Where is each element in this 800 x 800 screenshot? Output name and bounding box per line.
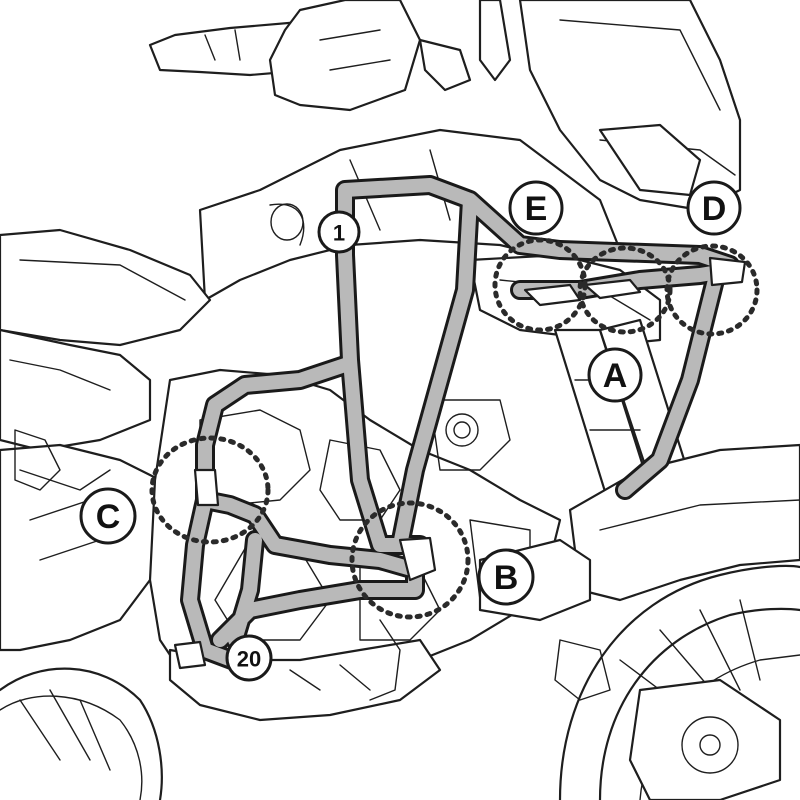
bracket-20 [173, 640, 207, 670]
zone-c-circle [149, 435, 271, 545]
crash-bar-tubes [173, 175, 747, 675]
zone-b-circle [349, 500, 471, 620]
upper-crash-bar [338, 178, 737, 552]
callout-d-label: D [702, 190, 727, 228]
zone-d-circle [664, 243, 760, 337]
bracket-c [193, 468, 220, 507]
callout-b: B [477, 548, 535, 606]
zone-a-circle [577, 245, 673, 335]
mounting-zones [149, 237, 760, 620]
bracket-b [398, 536, 437, 582]
bracket-a [583, 278, 642, 300]
callout-e-label: E [525, 190, 548, 228]
callout-b-label: B [494, 559, 519, 597]
callout-c: C [79, 487, 137, 545]
callout-20-label: 20 [237, 647, 261, 672]
bracket-e [523, 283, 582, 307]
callout-20: 20 [225, 634, 273, 682]
callout-e: E [508, 180, 564, 236]
callout-d: D [686, 180, 742, 236]
callout-a-label: A [603, 357, 628, 395]
callout-1: 1 [317, 210, 361, 254]
callout-1-label: 1 [333, 221, 345, 246]
callout-c-label: C [96, 498, 121, 536]
callout-a: A [587, 347, 643, 403]
bracket-d [708, 256, 747, 287]
zone-e-circle [492, 237, 588, 333]
fork-side-strut [618, 273, 722, 497]
